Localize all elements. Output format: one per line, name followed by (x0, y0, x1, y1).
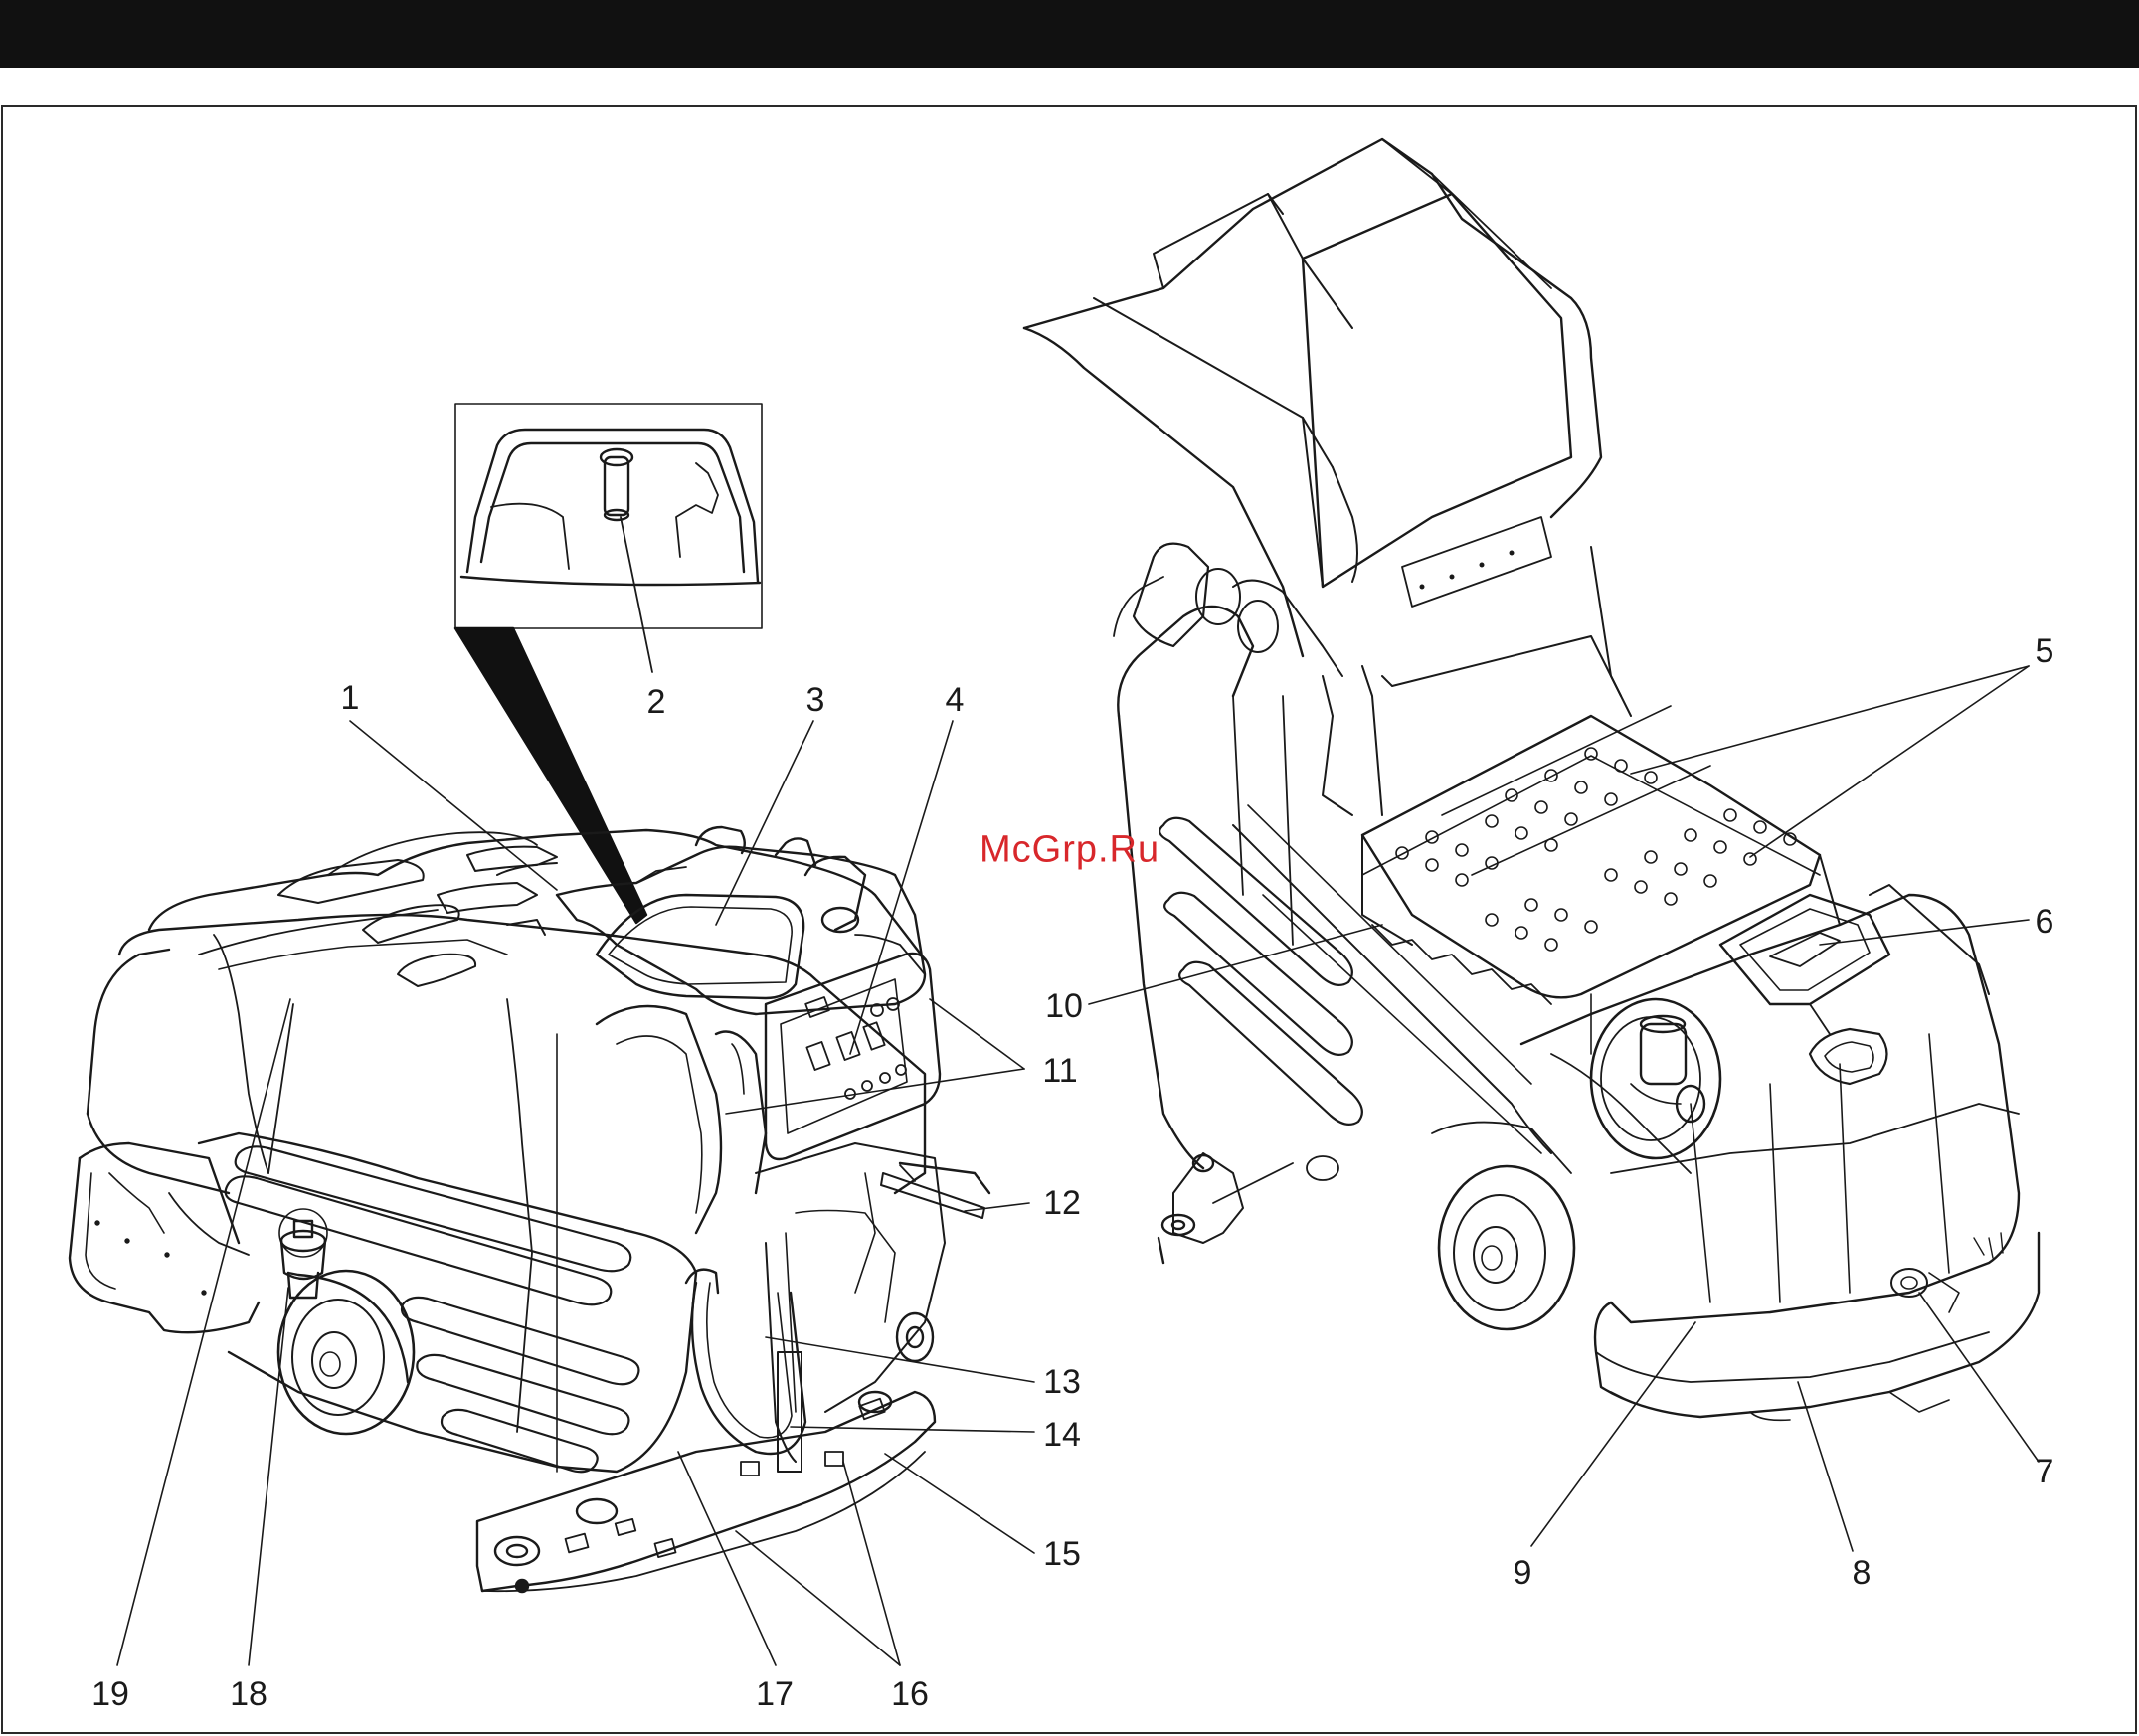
callout-2: 2 (647, 685, 666, 719)
callout-11: 11 (1042, 1054, 1077, 1088)
callout-12: 12 (1043, 1186, 1081, 1220)
callout-3: 3 (806, 683, 825, 717)
callout-6: 6 (2036, 905, 2054, 939)
callout-5: 5 (2036, 634, 2054, 668)
callout-8: 8 (1853, 1556, 1872, 1590)
callout-1: 1 (341, 681, 360, 715)
callout-7: 7 (2036, 1455, 2054, 1488)
callout-19: 19 (91, 1677, 129, 1711)
callout-18: 18 (230, 1677, 267, 1711)
callout-10: 10 (1045, 989, 1083, 1023)
callout-15: 15 (1043, 1537, 1081, 1571)
callout-4: 4 (946, 683, 965, 717)
left-machine-drawing (70, 404, 989, 1592)
watermark: McGrp.Ru (980, 829, 1159, 872)
callout-9: 9 (1514, 1556, 1532, 1590)
leader-lines (117, 666, 2039, 1665)
callout-16: 16 (891, 1677, 929, 1711)
vacuum-motor (1591, 999, 1720, 1158)
callout-14: 14 (1043, 1418, 1081, 1452)
callout-17: 17 (756, 1677, 794, 1711)
callout-13: 13 (1043, 1365, 1081, 1399)
right-machine-drawing (1024, 139, 2039, 1420)
